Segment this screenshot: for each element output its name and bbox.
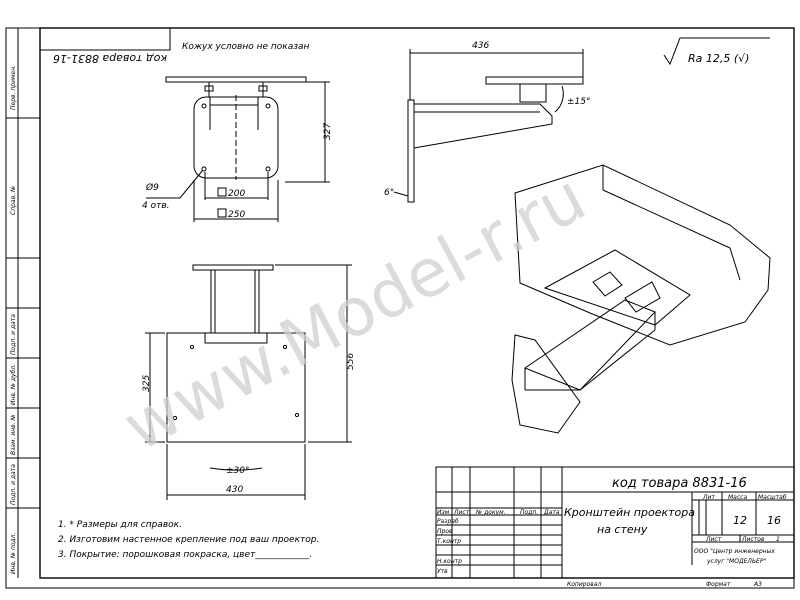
isometric-view (511, 164, 771, 434)
note-2: 2. Изготовим настенное крепление под ваш… (58, 535, 319, 545)
dim-430: 430 (226, 485, 243, 495)
listov-label: Листов (741, 536, 765, 543)
dim-angle-6: 6° (384, 188, 394, 198)
side-view (393, 49, 584, 203)
kopiroval-label: Копировал (567, 581, 601, 588)
org-line-2: услуг "МОДЕЛЬЕР" (706, 558, 766, 565)
roughness-symbol (663, 37, 770, 66)
mass-value: 12 (733, 514, 747, 527)
stamp-label-invpodl: Инв. № подл. (10, 533, 17, 574)
watermark: www.Model-r.ru (111, 159, 597, 466)
dim-436: 436 (472, 41, 489, 51)
row-prov: Пров (437, 528, 453, 535)
row-nkontr: Н.контр (437, 558, 462, 565)
stamp-label-podp1: Подп. и дата (10, 314, 17, 355)
hdr-masshtab: Масштаб (758, 494, 787, 501)
product-code-mirrored: код товара 8831-16 (53, 52, 167, 65)
left-stamp (6, 27, 40, 578)
note-1: 1. * Размеры для справок. (58, 520, 182, 530)
listov-value: 1 (776, 536, 780, 543)
stamp-label-sprav: Справ. № (10, 186, 17, 215)
title-line-1: Кронштейн проектора (564, 506, 695, 519)
hdr-lit: Лит (702, 494, 715, 501)
dim-327: 327 (323, 123, 333, 140)
hdr-list: Лист (453, 509, 470, 516)
dim-250: 250 (228, 210, 245, 220)
scale-value: 16 (767, 514, 781, 527)
dim-556: 556 (346, 353, 356, 370)
square-symbol-200 (217, 187, 227, 197)
dim-hole-dia: Ø9 (145, 182, 159, 193)
format-value: А3 (753, 581, 762, 588)
dim-angle-30: ±30° (226, 466, 250, 476)
row-tkontr: Т.контр (437, 538, 461, 545)
hdr-massa: Масса (728, 494, 747, 501)
hdr-izm: Изм (437, 509, 450, 516)
hdr-podp: Подп. (520, 509, 538, 516)
roughness-text: Ra 12,5 (√) (688, 52, 749, 65)
front-view (145, 264, 352, 500)
dim-angle-15: ±15° (567, 97, 591, 107)
title-product-code: код товара 8831-16 (612, 476, 747, 491)
list-label: Лист (705, 536, 722, 543)
stamp-label-vzam: Взам. инв. № (10, 414, 17, 455)
title-block (435, 466, 795, 579)
square-symbol-250 (217, 208, 227, 218)
top-note: Кожух условно не показан (182, 42, 310, 52)
dim-200: 200 (228, 189, 245, 199)
note-3: 3. Покрытие: порошковая покраска, цвет__… (58, 550, 312, 560)
code-box-top (39, 27, 171, 51)
hdr-data: Дата (543, 509, 560, 516)
dim-325: 325 (142, 375, 152, 392)
dim-hole-count: 4 отв. (142, 201, 170, 211)
stamp-label-invdubl: Инв. № дубл. (10, 364, 17, 405)
org-line-1: ООО "Центр инженерных (694, 548, 775, 555)
top-view (146, 76, 330, 222)
row-utv: Утв (437, 568, 448, 575)
row-razrab: Разраб (437, 518, 459, 525)
drawing-frame (39, 27, 795, 579)
format-label: Формат (706, 581, 731, 588)
title-line-2: на стену (597, 523, 648, 536)
stamp-label-podp2: Подп. и дата (10, 464, 17, 505)
hdr-ndok: № докум. (475, 509, 506, 516)
stamp-label-perv: Перв. примен. (10, 65, 17, 110)
